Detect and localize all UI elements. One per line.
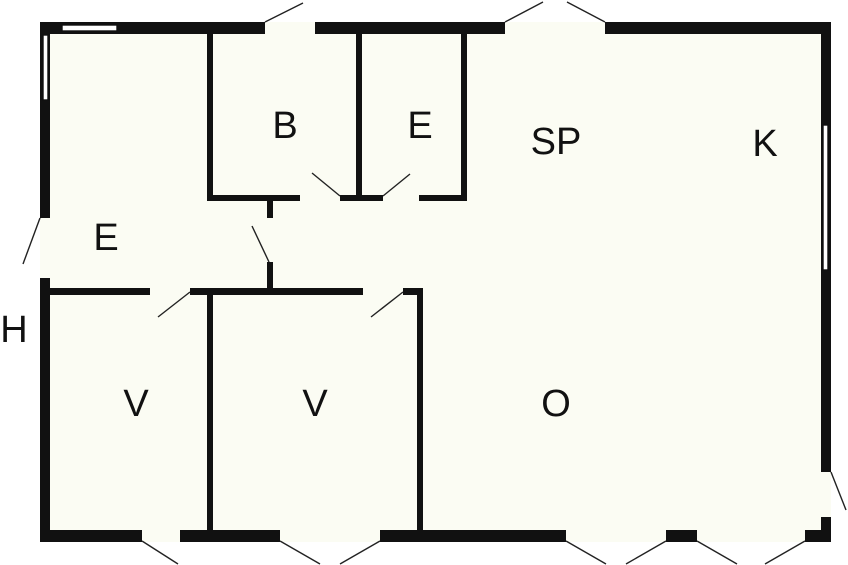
room-label-living: O: [541, 383, 571, 425]
opening-top-1: [265, 22, 315, 34]
door-leaf-hall: [251, 225, 270, 263]
opening-bottom-3: [566, 530, 666, 542]
door-leaf-bedroom1: [157, 291, 191, 318]
opening-bath-door: [300, 195, 340, 201]
room-label-bath: B: [272, 105, 297, 147]
door-leaf-top-2a: [504, 1, 544, 23]
wall-storage-right: [461, 34, 467, 200]
door-leaf-bottom-4b: [764, 540, 806, 565]
door-leaf-bedroom2: [370, 291, 404, 318]
door-openings: [40, 22, 831, 542]
window-left-upper: [42, 34, 49, 101]
opening-hall-door: [267, 218, 273, 262]
door-leaf-left: [22, 217, 41, 265]
door-leaf-storage: [382, 173, 411, 197]
door-leaf-bottom-2a: [279, 540, 321, 565]
opening-bedroom1-door: [150, 288, 190, 295]
windows: [42, 24, 829, 271]
door-leaf-bottom-1: [141, 540, 179, 565]
door-leaf-top-1: [264, 2, 304, 23]
opening-right-door: [821, 472, 831, 517]
door-leaf-bottom-4a: [696, 540, 738, 565]
opening-left-door: [40, 218, 50, 278]
opening-storage-door: [383, 195, 419, 201]
door-leaf-bottom-3b: [625, 540, 667, 565]
entrance-marker: H: [0, 309, 27, 351]
wall-bedrooms-top: [50, 288, 422, 295]
room-label-entry: E: [93, 217, 118, 259]
room-label-kitchen: K: [752, 123, 777, 165]
room-label-storage: E: [407, 105, 432, 147]
wall-left: [40, 22, 50, 542]
floor-area: [40, 22, 831, 542]
room-label-bedroom1: V: [123, 383, 149, 425]
door-leaf-right: [830, 471, 847, 511]
wall-bedroom-divider: [207, 295, 213, 530]
door-leaf-bath: [311, 172, 341, 197]
door-leaf-bottom-3a: [565, 540, 607, 565]
room-label-bedroom2: V: [302, 383, 328, 425]
room-labels: B E SP K E V V O H: [0, 105, 777, 425]
wall-top: [40, 22, 831, 34]
wall-right: [821, 22, 831, 542]
opening-bottom-4: [697, 530, 805, 542]
wall-bath-left: [207, 34, 213, 200]
door-leaf-bottom-2b: [339, 540, 381, 565]
opening-bottom-1: [142, 530, 180, 542]
opening-top-2: [505, 22, 605, 34]
door-swings: [22, 1, 847, 565]
opening-bedroom2-door: [363, 288, 403, 295]
room-label-dining: SP: [531, 121, 582, 163]
window-right: [822, 124, 829, 271]
window-top-left: [61, 24, 118, 32]
wall-bedroom2-right: [417, 288, 423, 530]
wall-bath-storage: [356, 34, 362, 200]
door-leaf-top-2b: [566, 1, 606, 23]
opening-bottom-2: [280, 530, 380, 542]
